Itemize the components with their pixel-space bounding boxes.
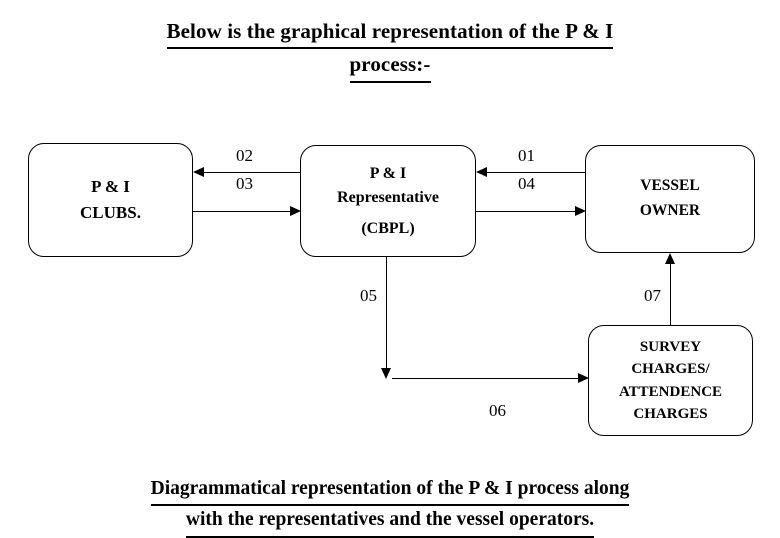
edge-line-07 (670, 264, 671, 326)
edge-line-04 (474, 211, 576, 212)
edge-label-06: 06 (489, 401, 506, 420)
edge-line-06 (392, 378, 580, 379)
node-survey-charges-line-3: ATTENDENCE (618, 383, 723, 400)
arrowhead-03-right-icon (290, 206, 301, 216)
node-pi-clubs-line-1: P & I (91, 176, 130, 196)
node-pi-clubs-line-2: CLUBS. (80, 203, 141, 222)
edge-label-04: 04 (518, 174, 535, 193)
page-caption-line-2: with the representatives and the vessel … (185, 506, 595, 538)
node-vessel-owner-line-1: VESSEL (640, 177, 700, 195)
arrowhead-04-right-icon (575, 206, 586, 216)
arrowhead-01-left-icon (476, 167, 487, 177)
edge-line-03 (191, 211, 291, 212)
node-survey-charges-line-2: CHARGES/ (631, 361, 710, 377)
node-survey-charges-line-1: SURVEY (639, 338, 702, 355)
page-title-line-1: Below is the graphical representation of… (166, 16, 614, 50)
node-survey-charges[interactable]: SURVEY CHARGES/ ATTENDENCE CHARGES (588, 325, 753, 436)
node-pi-representative-line-1: P & I (369, 164, 407, 182)
page-title-line-2: process:- (349, 49, 431, 83)
node-survey-charges-line-4: CHARGES (633, 406, 708, 422)
edge-line-02 (204, 172, 302, 173)
edge-line-01 (487, 172, 587, 173)
node-pi-clubs[interactable]: P & I CLUBS. (28, 143, 193, 257)
edge-label-02: 02 (236, 146, 253, 165)
node-pi-representative-line-3: (CBPL) (361, 219, 415, 237)
node-vessel-owner[interactable]: VESSEL OWNER (585, 145, 755, 253)
page-caption: Diagrammatical representation of the P &… (60, 475, 720, 538)
arrowhead-06-right-icon (578, 373, 589, 383)
edge-label-07: 07 (644, 286, 661, 305)
edge-label-01: 01 (518, 146, 535, 165)
edge-label-05: 05 (360, 286, 377, 305)
node-vessel-owner-line-2: OWNER (639, 202, 701, 219)
page-title: Below is the graphical representation of… (60, 16, 720, 83)
arrowhead-05-down-icon (381, 368, 391, 379)
node-pi-representative[interactable]: P & I Representative (CBPL) (300, 145, 476, 257)
node-pi-representative-line-2: Representative (337, 188, 439, 206)
edge-line-05 (386, 256, 387, 369)
edge-label-03: 03 (236, 174, 253, 193)
arrowhead-02-left-icon (193, 167, 204, 177)
page-caption-line-1: Diagrammatical representation of the P &… (150, 475, 630, 507)
arrowhead-07-up-icon (665, 253, 675, 264)
